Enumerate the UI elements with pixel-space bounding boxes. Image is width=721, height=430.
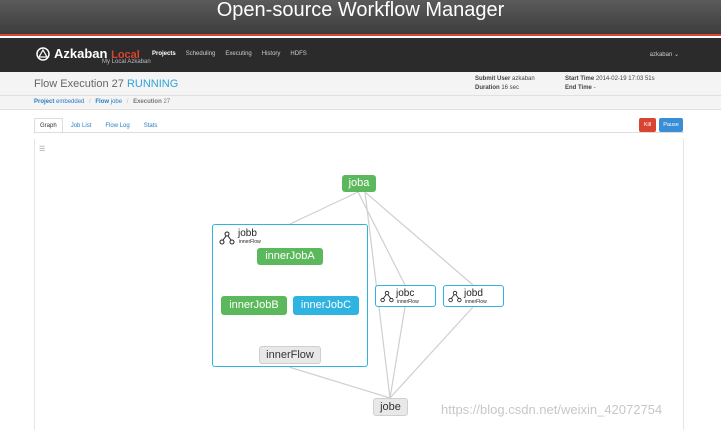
nav-item-hdfs[interactable]: HDFS: [290, 51, 307, 57]
breadcrumb-execution-value: 27: [163, 99, 171, 105]
breadcrumb-flow-link[interactable]: jobe: [110, 99, 123, 105]
flow-name: jobc: [396, 288, 415, 299]
flow-node-jobd[interactable]: jobd innerFlow: [443, 285, 504, 307]
time-meta: Start Time 2014-02-19 17:03 51s End Time…: [565, 75, 655, 93]
job-node-innerjobb[interactable]: innerJobB: [221, 296, 287, 315]
edge-joba-jobd: [364, 191, 474, 286]
brand-subtitle: My Local Azkaban: [102, 59, 151, 65]
submit-user-label: Submit User: [475, 76, 511, 82]
flow-icon: [448, 290, 462, 303]
job-node-innerjoba[interactable]: innerJobA: [257, 248, 323, 265]
user-menu[interactable]: azkaban ⌄: [649, 52, 679, 58]
pause-button[interactable]: Pause: [659, 118, 683, 132]
tab-divider: [34, 132, 684, 133]
title-banner: Open-source Workflow Manager: [0, 0, 721, 36]
job-node-jobe[interactable]: jobe: [373, 398, 408, 416]
nav-item-history[interactable]: History: [261, 51, 281, 57]
status-badge: RUNNING: [126, 78, 179, 90]
edge-joba-jobb: [289, 191, 359, 225]
flow-node-jobb[interactable]: jobb innerFlow: [212, 224, 368, 367]
duration-value: 16 sec: [501, 85, 520, 91]
tab-flow-log[interactable]: Flow Log: [105, 123, 130, 129]
start-time-label: Start Time: [565, 76, 595, 82]
banner-title: Open-source Workflow Manager: [216, 0, 505, 21]
flow-node-jobc[interactable]: jobc innerFlow: [375, 285, 436, 307]
submit-user-value: azkaban: [512, 76, 535, 82]
nav-item-projects[interactable]: Projects: [152, 51, 176, 57]
edge-jobd-jobe: [389, 306, 474, 399]
tab-graph[interactable]: Graph: [34, 118, 63, 134]
job-node-innerflow[interactable]: innerFlow: [259, 346, 321, 364]
watermark: https://blog.csdn.net/weixin_42072754: [441, 402, 663, 417]
flow-icon: [380, 290, 394, 303]
breadcrumb-project-link[interactable]: embedded: [56, 99, 85, 105]
breadcrumb-execution-label: Execution: [133, 99, 162, 105]
tab-stats[interactable]: Stats: [143, 123, 158, 129]
breadcrumb-project-label: Project: [34, 99, 55, 105]
graph-panel[interactable]: [34, 139, 684, 430]
flow-name: jobb: [238, 228, 257, 239]
nav-item-scheduling[interactable]: Scheduling: [185, 51, 216, 57]
nav-menu: Projects Scheduling Executing History HD…: [152, 51, 307, 57]
job-node-innerjobc[interactable]: innerJobC: [293, 296, 359, 315]
brand[interactable]: Azkaban Local: [54, 46, 140, 61]
nav-item-executing[interactable]: Executing: [225, 51, 252, 57]
tab-job-list[interactable]: Job List: [70, 123, 92, 129]
azkaban-logo-icon: [36, 47, 50, 61]
kill-button[interactable]: Kill: [639, 118, 656, 132]
edge-jobb-jobe: [288, 366, 391, 399]
start-time-value: 2014-02-19 17:03 51s: [595, 76, 655, 82]
flow-subtitle: innerFlow: [465, 299, 487, 305]
job-node-joba[interactable]: joba: [342, 175, 376, 192]
flow-icon: [219, 231, 235, 245]
flow-name: jobd: [464, 288, 483, 299]
duration-label: Duration: [475, 85, 500, 91]
brand-local: Local: [111, 49, 140, 61]
top-navbar: Azkaban Local My Local Azkaban Projects …: [0, 38, 721, 72]
submit-meta: Submit User azkaban Duration 16 sec: [475, 75, 535, 93]
list-toggle-icon[interactable]: ☰: [39, 146, 46, 153]
flow-subtitle: innerFlow: [397, 299, 419, 305]
execution-title: Flow Execution 27: [34, 78, 124, 90]
breadcrumb-separator: /: [89, 99, 91, 105]
execution-header: Flow Execution 27 RUNNING Submit User az…: [0, 72, 721, 96]
page-title: Flow Execution 27 RUNNING: [34, 78, 178, 90]
end-time-value: -: [593, 85, 596, 91]
end-time-label: End Time: [565, 85, 592, 91]
brand-name: Azkaban: [54, 46, 108, 61]
breadcrumb-separator: /: [126, 99, 129, 105]
edge-jobc-jobe: [389, 306, 406, 399]
execution-tabs: Graph Job List Flow Log Stats: [34, 118, 165, 134]
edge-joba-jobc: [357, 191, 406, 286]
breadcrumb-flow-label: Flow: [95, 99, 110, 105]
breadcrumb: Project embedded / Flow jobe / Execution…: [0, 96, 721, 110]
flow-subtitle: innerFlow: [239, 239, 261, 245]
